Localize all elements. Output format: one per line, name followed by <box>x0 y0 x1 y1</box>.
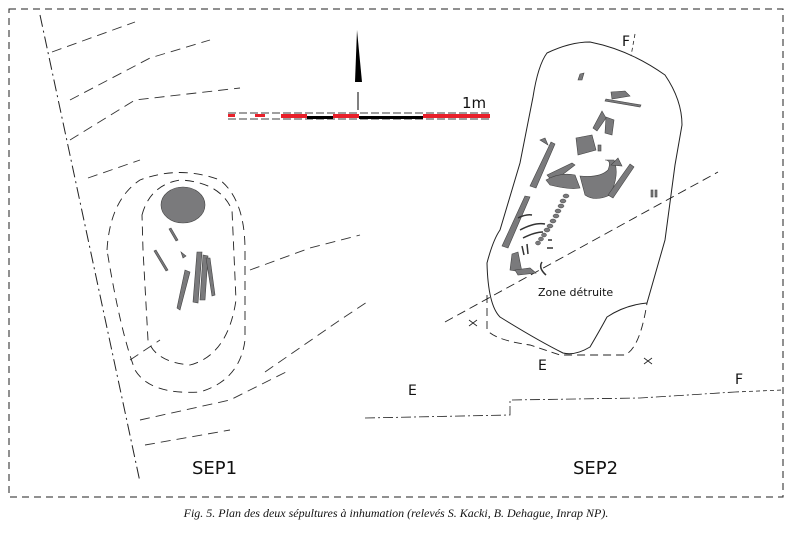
skull <box>160 186 206 224</box>
cross-marks <box>468 319 653 365</box>
sep2-skeleton <box>501 72 658 276</box>
destroyed-zone-line <box>444 171 719 323</box>
sep2-pit-outline <box>486 41 683 355</box>
label-f-top: F <box>622 34 630 50</box>
label-e-top: E <box>538 358 547 374</box>
figure-frame <box>8 8 784 498</box>
figure-caption: Fig. 5. Plan des deux sépultures à inhum… <box>183 506 609 520</box>
sep1-skeleton <box>153 186 216 311</box>
label-sep1: SEP1 <box>192 458 237 479</box>
sep2-vertebrae <box>535 193 570 246</box>
sep2-outer-dashed <box>486 295 648 356</box>
section-line-f <box>630 33 636 57</box>
section-profile <box>364 391 736 419</box>
boundary-line <box>39 14 141 483</box>
label-zone-detruite: Zone détruite <box>538 286 613 299</box>
label-f-profile: F <box>735 372 743 388</box>
label-sep2: SEP2 <box>573 458 618 479</box>
scale-bar <box>228 112 490 120</box>
sep2-ribs <box>517 214 553 276</box>
north-arrow-icon <box>355 30 362 82</box>
sep1-pit <box>106 172 246 393</box>
contour-lines <box>51 21 371 446</box>
scale-label: 1m <box>462 94 486 112</box>
section-profile-end <box>734 389 783 393</box>
label-e-profile: E <box>408 383 417 399</box>
